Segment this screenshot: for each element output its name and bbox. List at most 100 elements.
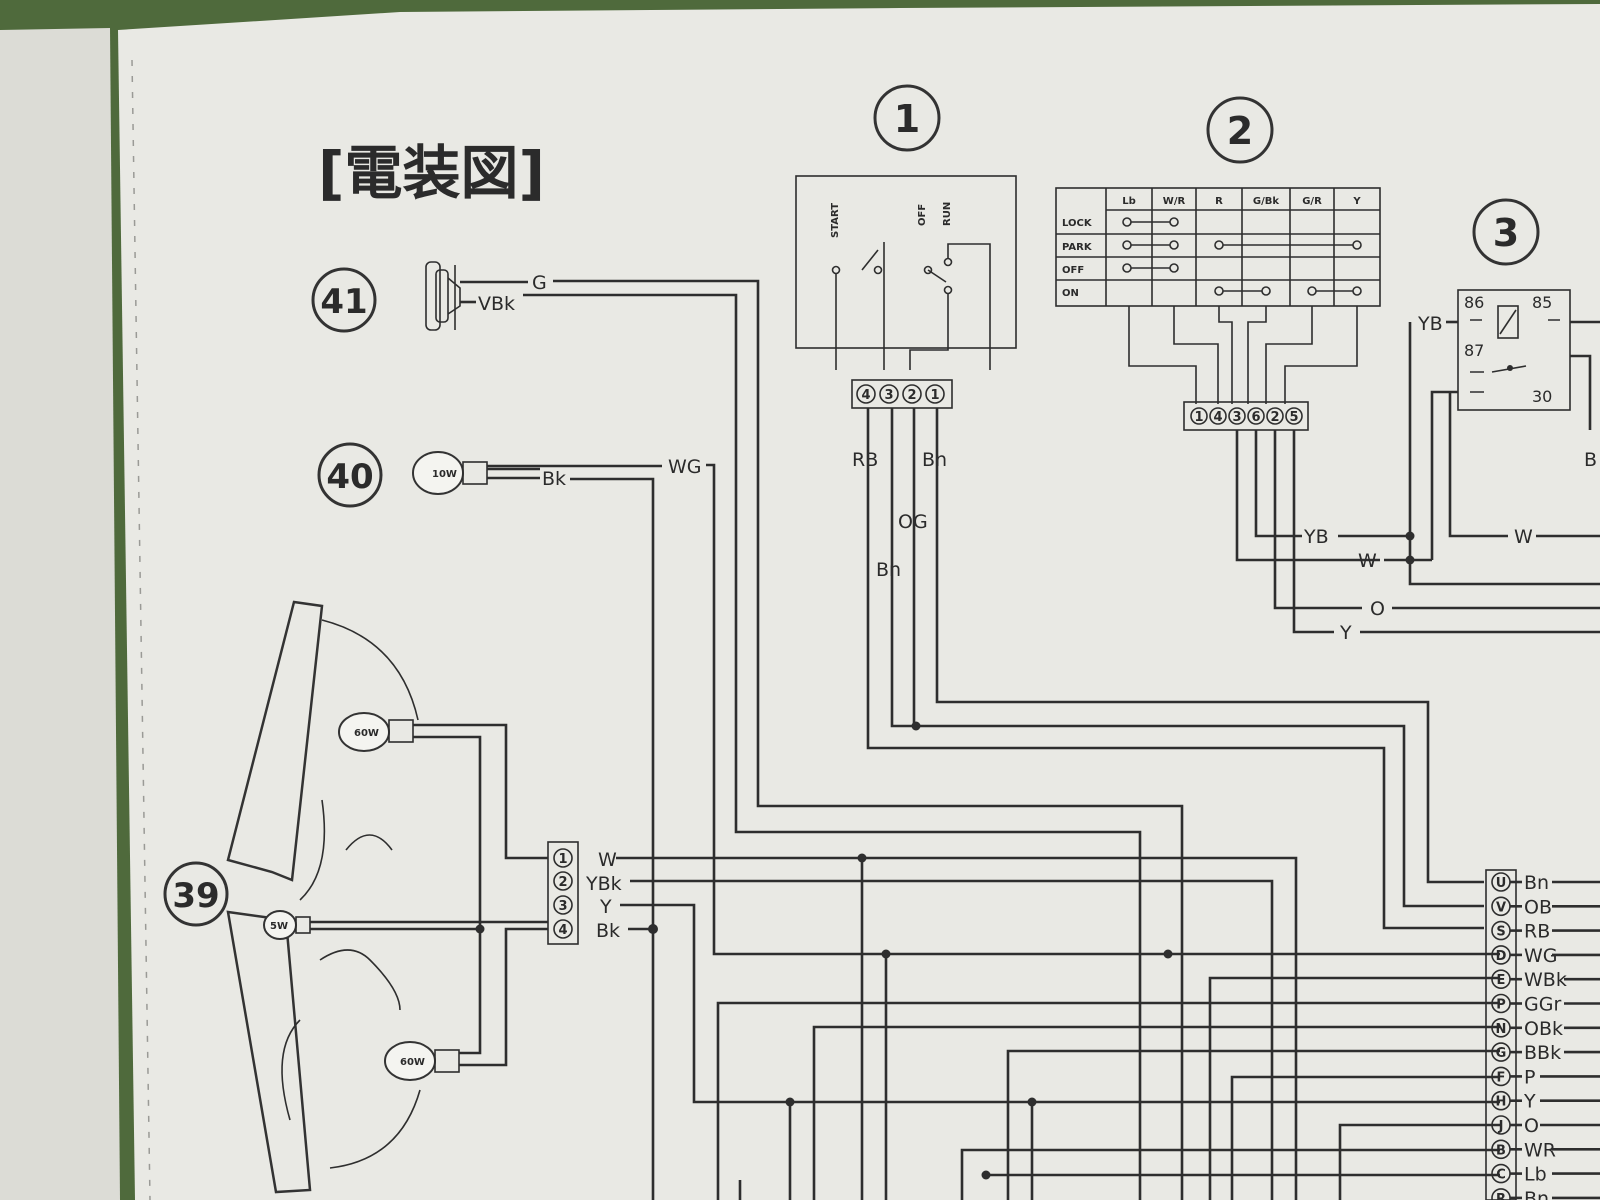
- main-connector-pin-label: C: [1496, 1168, 1506, 1183]
- junction-dot: [881, 949, 891, 959]
- junction-dot: [1163, 949, 1173, 959]
- wire-label-g: G: [532, 272, 547, 294]
- main-connector-pin-label: R: [1496, 1192, 1506, 1200]
- svg-text:60W: 60W: [400, 1057, 425, 1068]
- headlight-lower-bulb-icon: 60W: [384, 1041, 460, 1081]
- wire-bk40: [570, 477, 655, 1200]
- wire-label-rb: RB: [852, 449, 878, 471]
- wire-label-w-relay: W: [1514, 526, 1533, 548]
- main-connector-pin-label: B: [1496, 1143, 1506, 1158]
- main-connector-wire-label: Y: [1523, 1091, 1536, 1113]
- wire-label-yb-relay: YB: [1417, 313, 1443, 335]
- svg-text:2: 2: [558, 875, 567, 890]
- component-40-marker: 40: [317, 442, 383, 508]
- svg-text:41: 41: [320, 282, 367, 322]
- wire-label-wg: WG: [668, 456, 702, 478]
- svg-text:ON: ON: [1062, 288, 1079, 299]
- wire-o: [1273, 430, 1362, 610]
- svg-text:39: 39: [172, 876, 219, 916]
- relay-pin-30: 30: [1532, 387, 1552, 406]
- wire-label-hl-w: W: [598, 849, 617, 871]
- svg-text:4: 4: [1213, 410, 1222, 425]
- junction-dot: [648, 924, 658, 934]
- wire-label-bn-top: Bn: [922, 449, 947, 471]
- junction-dot: [1405, 555, 1415, 565]
- main-page: [118, 4, 1600, 1200]
- main-connector-pin-label: S: [1496, 925, 1505, 940]
- component-41-marker: 41: [311, 267, 377, 333]
- ignition-connector: 4 3 2 1: [851, 379, 953, 409]
- wire-g: [553, 279, 1184, 1200]
- key-switch-harness: [1128, 306, 1358, 404]
- main-connector-wire-label: WR: [1524, 1139, 1556, 1161]
- main-connector-wire-label: GGr: [1524, 994, 1561, 1016]
- wire-headlight-upper-a: [413, 723, 548, 860]
- main-connector-wire-label: Bn: [1524, 872, 1549, 894]
- harness-wire: [812, 1025, 1500, 1200]
- main-connector-wire-label: Bn: [1524, 1188, 1549, 1200]
- wire-label-b: B: [1584, 449, 1597, 471]
- key-switch-table: Lb W/R R G/Bk G/R Y LOCK PARK OFF ON: [1055, 187, 1381, 307]
- svg-text:G/Bk: G/Bk: [1253, 196, 1279, 207]
- component-1-marker: 1: [873, 84, 941, 152]
- svg-text:1: 1: [930, 388, 939, 403]
- wire-label-y: Y: [1339, 622, 1352, 644]
- junction-dot: [1405, 531, 1415, 541]
- wire-headlight-upper-b: [413, 735, 482, 1055]
- wire-headlight-lower: [459, 927, 548, 1067]
- relay-pin-86: 86: [1464, 293, 1484, 312]
- wire-relay-30: [1570, 354, 1592, 430]
- main-connector-pin-label: V: [1496, 900, 1506, 915]
- svg-text:R: R: [1215, 196, 1223, 207]
- svg-text:OFF: OFF: [1062, 265, 1084, 276]
- wire-yb-relay: [1408, 322, 1600, 586]
- main-connector-wire-label: OBk: [1524, 1018, 1563, 1040]
- wire-label-hl-y: Y: [599, 896, 612, 918]
- ignition-start-label: START: [830, 203, 841, 238]
- harness-wire: [1230, 1075, 1500, 1200]
- wire-label-bk40: Bk: [542, 468, 566, 490]
- svg-text:1: 1: [1194, 410, 1203, 425]
- wire-y: [1292, 430, 1334, 634]
- wire-bn-left: [890, 408, 916, 728]
- svg-text:PARK: PARK: [1062, 242, 1093, 253]
- wire-yb: [1254, 430, 1302, 538]
- svg-text:5: 5: [1289, 410, 1298, 425]
- component-2-marker: 2: [1206, 96, 1274, 164]
- harness-wire: [716, 1001, 1500, 1200]
- harness-wire: [1208, 976, 1500, 1200]
- svg-text:60W: 60W: [354, 728, 379, 739]
- wire-label-hl-bk: Bk: [596, 920, 620, 942]
- svg-text:G/R: G/R: [1302, 196, 1322, 207]
- wire-hl-y: [620, 903, 1500, 1104]
- svg-text:3: 3: [558, 899, 567, 914]
- relay-coil-icon: [1470, 305, 1560, 393]
- svg-text:2: 2: [907, 388, 916, 403]
- headlight-connector: 1 2 3 4: [547, 841, 579, 945]
- svg-text:3: 3: [1232, 410, 1241, 425]
- relay-pin-87: 87: [1464, 341, 1484, 360]
- main-connector-pin-label: G: [1496, 1046, 1507, 1061]
- main-connector-wire-label: P: [1524, 1066, 1535, 1088]
- svg-text:Y: Y: [1352, 196, 1361, 207]
- wire-hl-w: [616, 856, 1298, 1200]
- key-switch-connector: 1 4 3 6 2 5: [1183, 401, 1309, 431]
- relay-box: [1457, 289, 1571, 411]
- main-connector-pin-label: N: [1496, 1022, 1507, 1037]
- wire-label-hl-ybk: YBk: [585, 873, 622, 895]
- main-connector-wire-label: BBk: [1524, 1042, 1561, 1064]
- wire-ob: [916, 724, 1484, 908]
- junction-dot: [475, 924, 485, 934]
- main-connector-wire-label: RB: [1524, 921, 1550, 943]
- main-connector-pin-label: E: [1497, 973, 1506, 988]
- main-connector-pin-label: J: [1498, 1119, 1504, 1134]
- wire-label-yb: YB: [1303, 526, 1329, 548]
- svg-text:4: 4: [861, 388, 870, 403]
- component-3-marker: 3: [1472, 198, 1540, 266]
- svg-text:2: 2: [1270, 410, 1279, 425]
- main-connector-pin-label: F: [1497, 1070, 1506, 1085]
- headlight-mid-bulb-icon: 5W: [263, 910, 311, 940]
- svg-text:3: 3: [1493, 211, 1519, 255]
